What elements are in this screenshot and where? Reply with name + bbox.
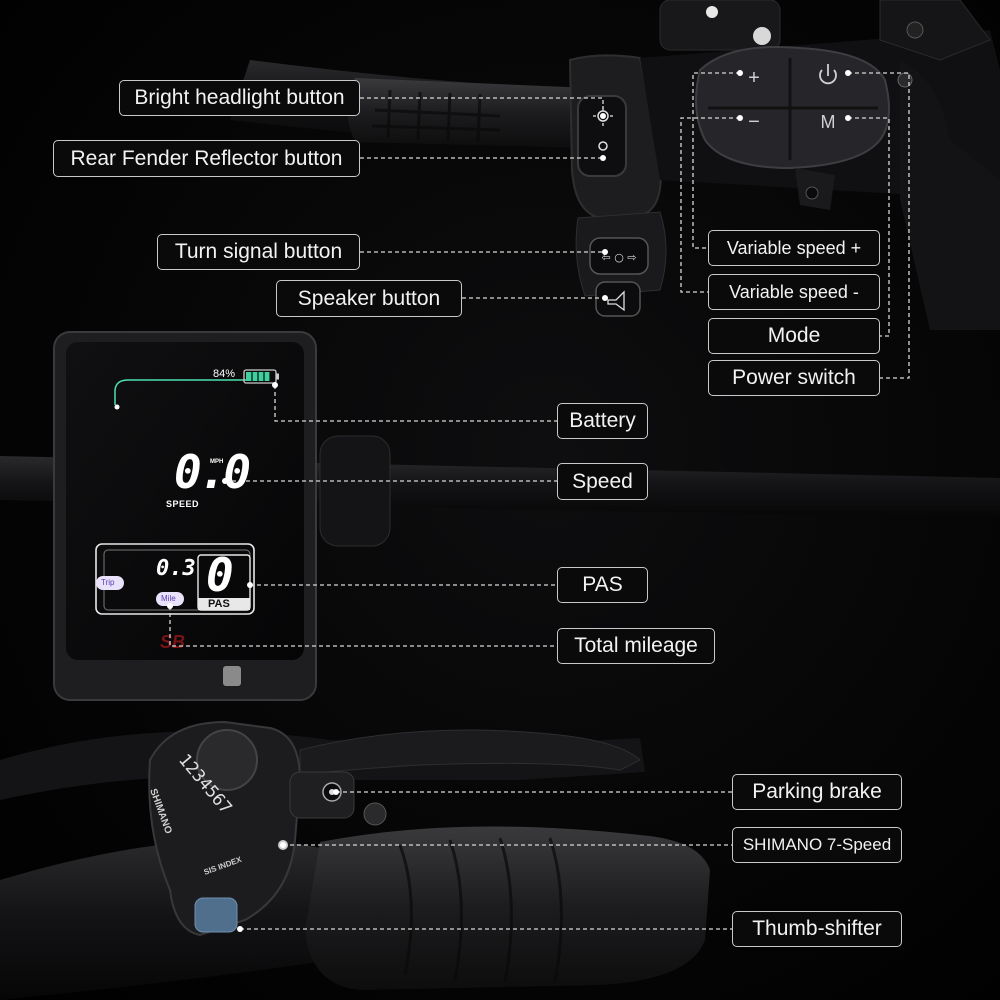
callout-thumb-shifter: Thumb-shifter	[732, 911, 902, 947]
brake-lever	[299, 729, 641, 776]
trip-badge: Trip	[101, 578, 115, 587]
power-icon	[819, 64, 837, 85]
leader-battery	[274, 385, 557, 422]
callout-rear-fender-reflector: Rear Fender Reflector button	[53, 140, 360, 177]
leader-mode	[848, 117, 890, 337]
leader-variable-speed-minus	[680, 117, 740, 293]
minus-symbol: −	[748, 111, 760, 133]
battery-segment-gaps	[251, 372, 271, 381]
brand-logo: SB	[160, 632, 185, 652]
plus-symbol: +	[748, 67, 760, 89]
speed-unit: MPH	[210, 459, 224, 465]
controller-pad: + − M	[695, 45, 1000, 330]
turn-signal-pod: ⇦ ○ ⇨	[575, 211, 667, 317]
callout-battery: Battery	[557, 403, 648, 439]
top-grip	[347, 78, 600, 148]
lcd-display: SB	[53, 331, 317, 701]
leader-lines	[169, 72, 910, 930]
thumb-shifter-lever	[194, 897, 238, 933]
speed-value: 0.0	[174, 445, 251, 499]
svg-text:⇦ ○ ⇨: ⇦ ○ ⇨	[601, 251, 636, 264]
callout-turn-signal: Turn signal button	[157, 234, 360, 270]
callout-speed: Speed	[557, 463, 648, 500]
light-switch-pod	[577, 95, 627, 177]
bottom-controls: 1234567 SHIMANO SIS INDEX	[0, 720, 710, 1000]
callout-variable-speed-minus: Variable speed -	[708, 274, 880, 310]
callout-variable-speed-plus: Variable speed +	[708, 230, 880, 266]
speed-label: SPEED	[166, 499, 200, 509]
callout-pas: PAS	[557, 567, 648, 603]
pas-label: PAS	[208, 598, 230, 610]
callout-bright-headlight: Bright headlight button	[119, 80, 360, 116]
leader-power-switch	[848, 72, 910, 379]
leader-dots	[167, 70, 851, 932]
callout-speaker: Speaker button	[276, 280, 462, 317]
mile-badge: Mile	[161, 594, 176, 603]
shifter-body	[148, 720, 302, 937]
leader-total-mileage	[169, 606, 557, 647]
mode-symbol: M	[821, 112, 836, 132]
battery-percent: 84%	[213, 368, 236, 380]
leader-bright-headlight	[360, 97, 604, 116]
callout-total-mileage: Total mileage	[557, 628, 715, 664]
pas-value: 0	[206, 548, 234, 602]
callout-mode: Mode	[708, 318, 880, 354]
callout-power-switch: Power switch	[708, 360, 880, 396]
leader-variable-speed-plus	[692, 72, 740, 249]
callout-shimano-7-speed: SHIMANO 7-Speed	[732, 827, 902, 863]
trip-value: 0.3	[156, 556, 196, 581]
callout-parking-brake: Parking brake	[732, 774, 902, 810]
